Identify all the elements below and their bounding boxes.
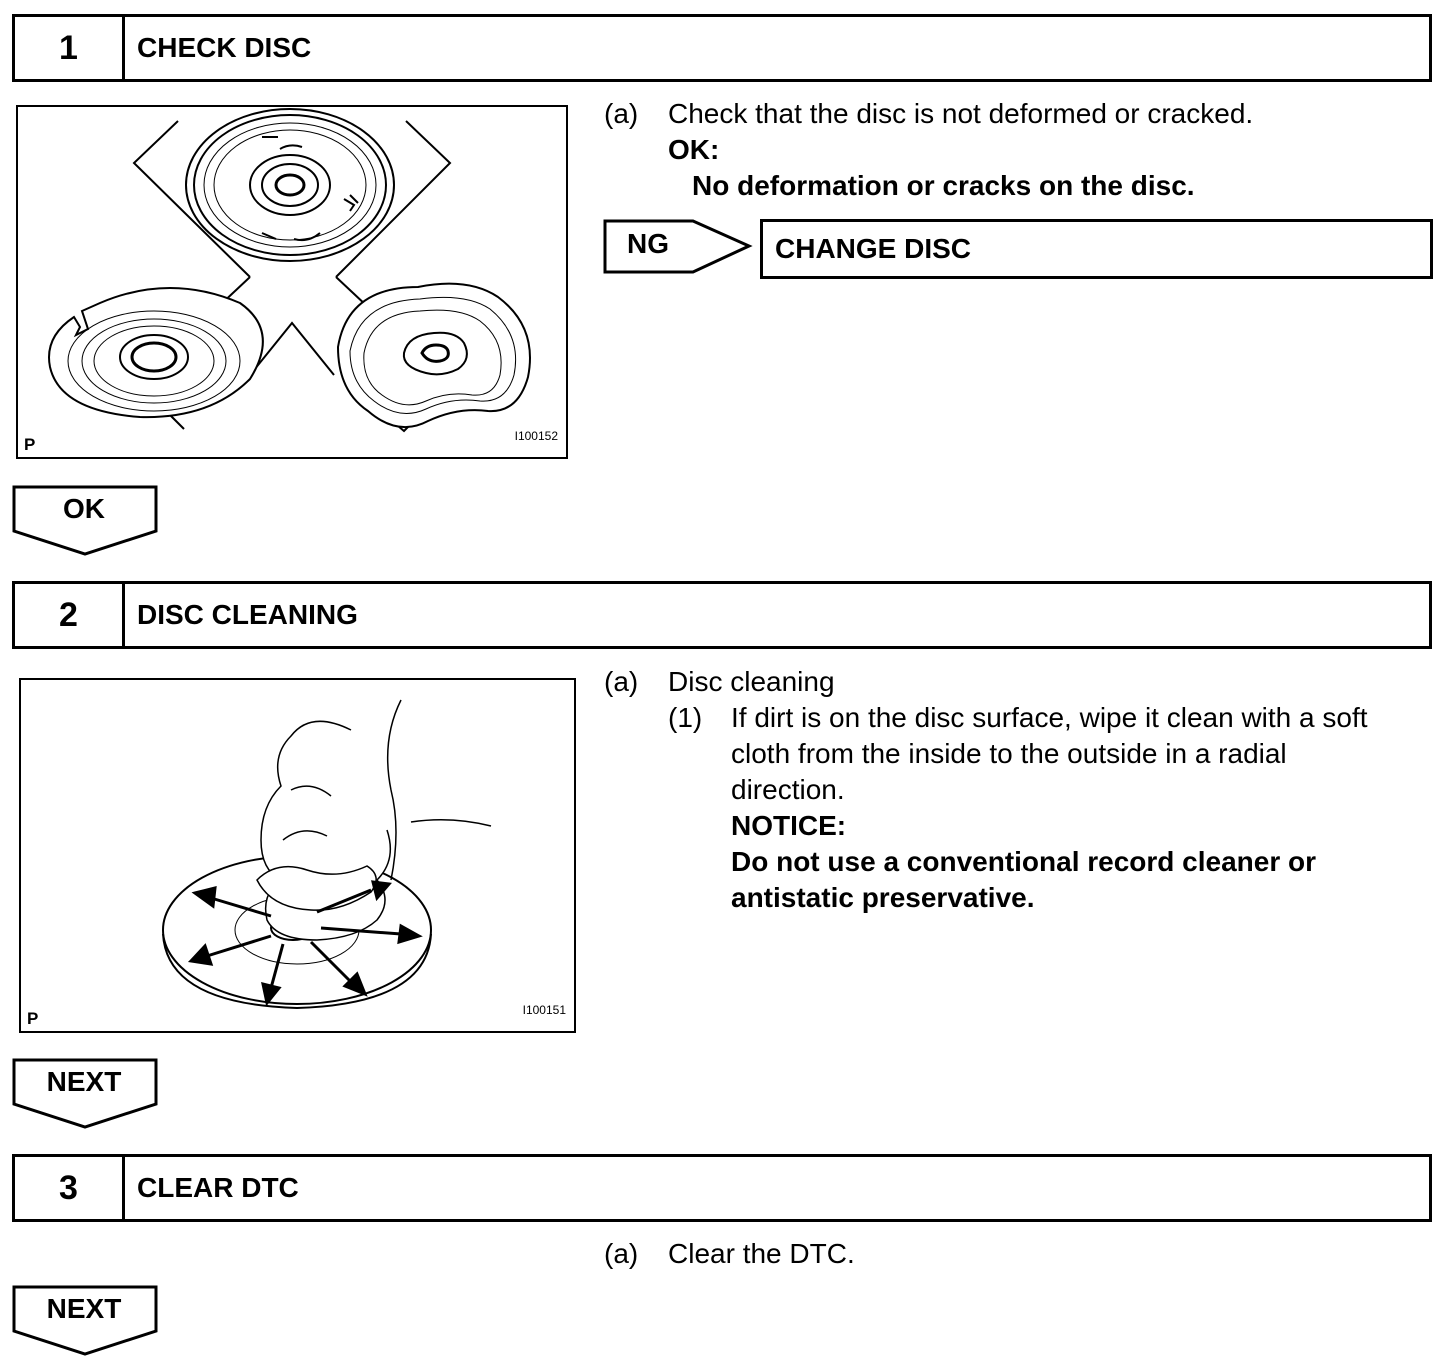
down-arrow-shape <box>12 485 158 556</box>
figure-code: I100152 <box>514 429 558 443</box>
disc-cleaning-figure: P I100151 <box>19 678 576 1033</box>
notice-label: NOTICE: <box>731 810 847 841</box>
step-2-item-marker: (a) <box>604 666 639 697</box>
disc-cleaning-illustration <box>162 699 492 1010</box>
figure-code: I100151 <box>522 1003 566 1017</box>
step-2-sub-line: direction. <box>731 774 845 805</box>
step-1-item-text: Check that the disc is not deformed or c… <box>668 98 1254 129</box>
step-2-sub-line: cloth from the inside to the outside in … <box>731 738 1287 769</box>
step-1-ok-label: OK: <box>668 134 720 165</box>
notice-line: Do not use a conventional record cleaner… <box>731 846 1317 877</box>
next-button[interactable]: NEXT <box>12 1058 158 1130</box>
disc-inspection-illustration <box>48 108 531 433</box>
step-number: 1 <box>15 17 125 79</box>
ok-button-label: OK <box>63 493 105 524</box>
step-3-item-text: Clear the DTC. <box>668 1238 855 1269</box>
step-2-header: 2 DISC CLEANING <box>12 581 1432 649</box>
figure-corner-mark: P <box>27 1009 39 1028</box>
step-1-header: 1 CHECK DISC <box>12 14 1432 82</box>
step-3-header: 3 CLEAR DTC <box>12 1154 1432 1222</box>
ok-button[interactable]: OK <box>12 485 158 557</box>
next-button-label: NEXT <box>46 1066 122 1097</box>
step-number: 2 <box>15 584 125 646</box>
step-2-item-text: Disc cleaning <box>668 666 835 697</box>
disc-inspection-figure: P I100152 <box>16 105 568 459</box>
step-1-ok-text: No deformation or cracks on the disc. <box>692 170 1195 201</box>
down-arrow-shape <box>12 1285 158 1356</box>
step-title: DISC CLEANING <box>137 599 358 630</box>
down-arrow-shape <box>12 1058 158 1129</box>
notice-line: antistatic preservative. <box>731 882 1035 913</box>
ng-label: NG <box>627 228 669 259</box>
step-2-sub-line: If dirt is on the disc surface, wipe it … <box>731 702 1368 733</box>
step-number: 3 <box>15 1157 125 1219</box>
figure-corner-mark: P <box>24 435 36 454</box>
ng-arrow-shape <box>603 219 753 274</box>
ng-action-box: CHANGE DISC <box>760 219 1433 279</box>
step-title: CHECK DISC <box>137 32 312 63</box>
next-button[interactable]: NEXT <box>12 1285 158 1357</box>
step-1-item-marker: (a) <box>604 98 639 129</box>
step-2-sub-marker: (1) <box>668 702 703 733</box>
step-title: CLEAR DTC <box>137 1172 299 1203</box>
step-3-item-marker: (a) <box>604 1238 639 1269</box>
ng-arrow: NG <box>603 219 753 275</box>
next-button-label: NEXT <box>46 1293 122 1324</box>
